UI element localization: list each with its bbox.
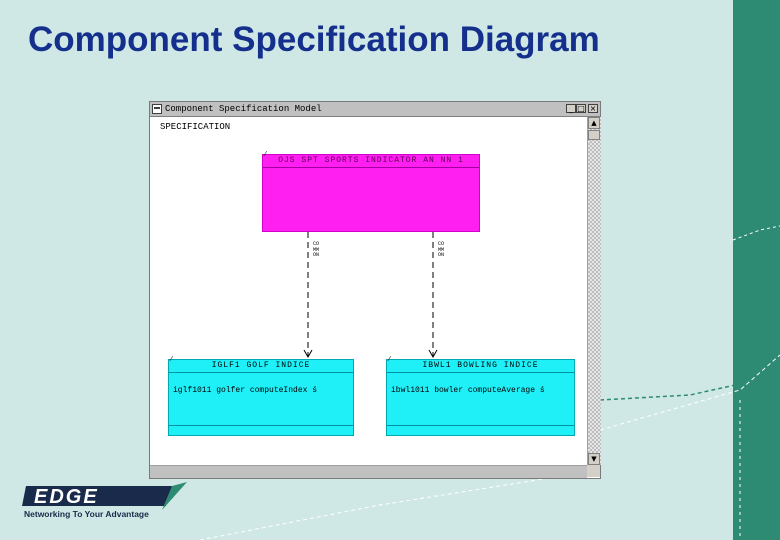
window-title: Component Specification Model <box>165 104 322 114</box>
edge-logo: EDGE Networking To Your Advantage <box>22 482 192 528</box>
scroll-up-icon[interactable]: ▲ <box>588 117 600 129</box>
scroll-thumb[interactable] <box>588 130 600 140</box>
component-corner-mark: ⁄ <box>389 356 391 363</box>
scroll-down-icon[interactable]: ▼ <box>588 453 600 465</box>
minimize-button[interactable]: _ <box>566 104 576 113</box>
connector-label-left: COMMON <box>312 241 319 258</box>
specification-window[interactable]: Component Specification Model _ □ × SPEC… <box>149 101 601 479</box>
bowling-indice-operation: ibwl1011 bowler computeAverage ś <box>391 386 545 395</box>
horizontal-scrollbar[interactable] <box>150 465 587 478</box>
close-button[interactable]: × <box>588 104 598 113</box>
maximize-button[interactable]: □ <box>576 104 586 113</box>
window-titlebar[interactable]: Component Specification Model _ □ × <box>150 102 600 117</box>
bowling-indice-title: IBWL1 BOWLING INDICE <box>387 360 574 373</box>
golf-indice-component[interactable]: ⁄ IGLF1 GOLF INDICE iglf1011 golfer comp… <box>168 356 354 436</box>
size-grip[interactable] <box>587 465 600 477</box>
specification-label: SPECIFICATION <box>160 122 231 132</box>
component-corner-mark: ⁄ <box>171 356 173 363</box>
golf-indice-title: IGLF1 GOLF INDICE <box>169 360 353 373</box>
sports-indicator-title: OJS SPT SPORTS INDICATOR AN NN 1 <box>263 155 479 168</box>
app-icon <box>152 104 162 114</box>
bowling-indice-divider <box>387 425 574 426</box>
dependency-connectors <box>303 232 438 359</box>
component-corner-mark: ⁄ <box>265 151 267 158</box>
golf-indice-operation: iglf1011 golfer computeIndex ś <box>173 386 318 395</box>
golf-indice-divider <box>169 425 353 426</box>
bowling-indice-component[interactable]: ⁄ IBWL1 BOWLING INDICE ibwl1011 bowler c… <box>386 356 575 436</box>
vertical-scrollbar[interactable]: ▲ ▼ <box>587 117 601 465</box>
edge-logo-mark: EDGE <box>22 482 187 510</box>
right-decor-band <box>733 0 780 540</box>
connector-label-right: COMMON <box>437 241 444 258</box>
slide-title: Component Specification Diagram <box>28 20 600 59</box>
logo-tagline: Networking To Your Advantage <box>24 509 149 519</box>
svg-text:EDGE: EDGE <box>34 486 99 508</box>
sports-indicator-component[interactable]: ⁄ OJS SPT SPORTS INDICATOR AN NN 1 <box>262 151 480 232</box>
